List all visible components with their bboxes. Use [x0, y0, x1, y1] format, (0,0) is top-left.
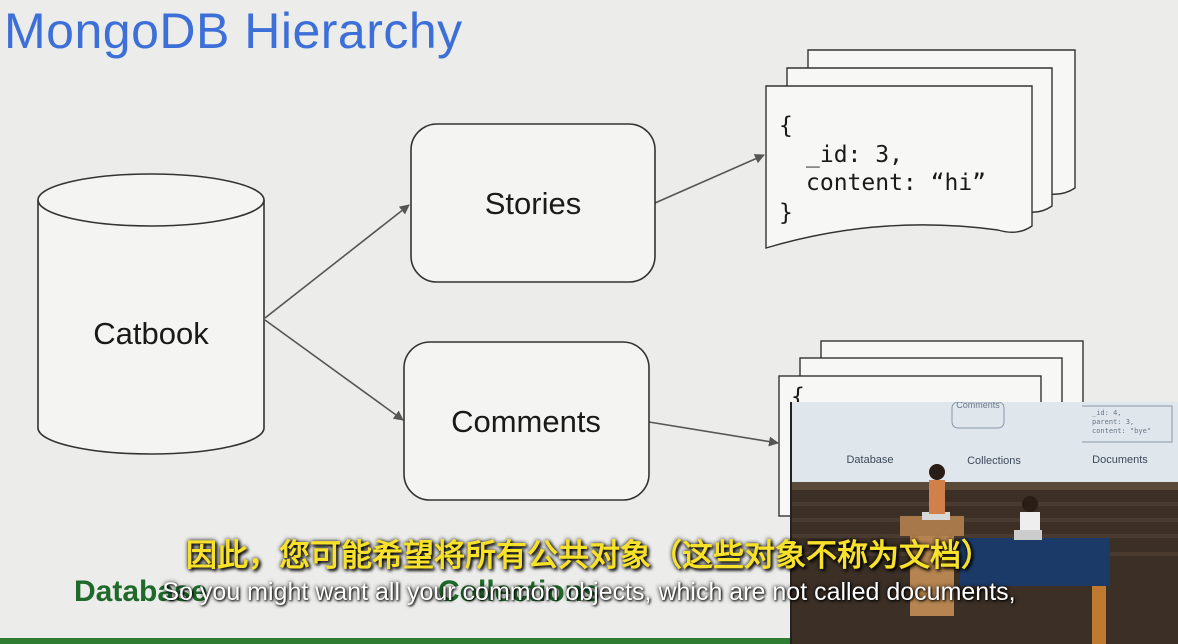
video-screen-doc-line-3: content: "bye": [1092, 427, 1151, 435]
video-screen-label-collections: Collections: [967, 455, 1021, 467]
document-line-id: _id: 3,: [806, 142, 903, 168]
video-screen-label-database: Database: [846, 454, 893, 466]
document-line-content: content: “hi”: [806, 170, 986, 196]
subtitle-chinese: 因此，您可能希望将所有公共对象（这些对象不称为文档）: [186, 538, 992, 574]
collection-box-stories: [410, 123, 656, 283]
arrow-to-comment-documents: [648, 421, 779, 447]
collection-box-comments: [403, 341, 650, 501]
lecture-video-overlay[interactable]: Comments _id: 4, parent: 3, content: "by…: [790, 402, 1178, 644]
database-label: Catbook: [93, 316, 209, 351]
document-line-close: }: [779, 200, 793, 226]
lecture-video-frame: Comments _id: 4, parent: 3, content: "by…: [792, 402, 1178, 644]
slide-title: MongoDB Hierarchy: [4, 3, 463, 59]
story-document-stack: [765, 49, 1076, 249]
video-screen-label-documents: Documents: [1092, 454, 1148, 466]
subtitle-english: So you might want all your common object…: [162, 578, 1016, 606]
slide-footer-bar: [0, 638, 790, 644]
collection-label-comments: Comments: [451, 404, 601, 439]
bottom-label-collections: Collections: [438, 575, 600, 608]
arrow-to-stories: [264, 204, 410, 319]
arrow-to-comments: [264, 319, 404, 421]
arrow-to-story-documents: [654, 154, 765, 204]
video-screen-top-label: Comments: [956, 402, 1000, 410]
video-screen-doc-line-2: parent: 3,: [1092, 418, 1134, 426]
database-cylinder: [37, 173, 265, 455]
video-screen-doc-line-1: _id: 4,: [1092, 409, 1122, 417]
document-line-open: {: [779, 113, 793, 139]
collection-label-stories: Stories: [485, 186, 581, 221]
bottom-label-database: Database: [74, 575, 208, 608]
